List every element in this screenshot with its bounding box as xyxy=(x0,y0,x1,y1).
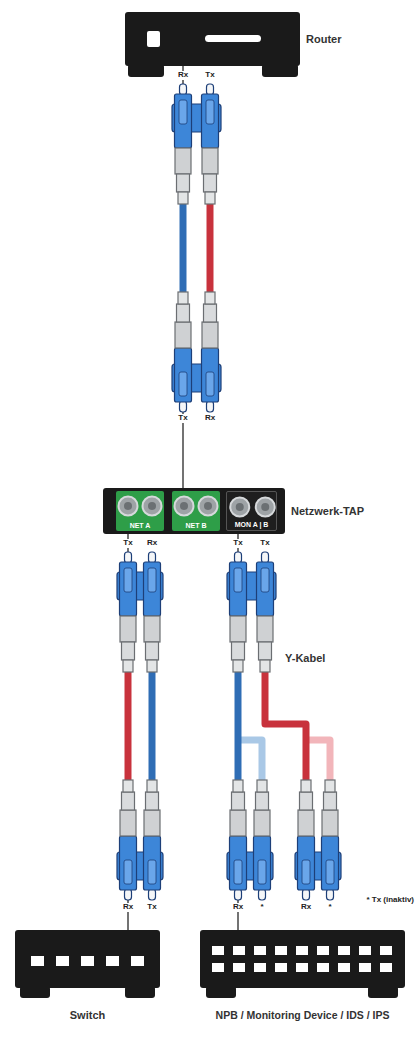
fiber xyxy=(306,740,330,784)
port-name: Tx xyxy=(177,414,188,423)
fiber xyxy=(207,200,214,296)
port-name: Rx xyxy=(232,903,244,912)
port-name: * xyxy=(259,903,264,912)
device-label: Switch xyxy=(70,1009,105,1021)
port-group: NET B xyxy=(172,491,220,531)
lc-duplex-plug xyxy=(172,292,221,412)
footnote: * Tx (inaktiv) xyxy=(365,896,415,905)
device-label: Netzwerk-TAP xyxy=(291,505,364,517)
device-feet xyxy=(20,64,398,998)
port-name: * xyxy=(327,903,332,912)
device-detail xyxy=(200,930,405,988)
port-label: NET A xyxy=(130,522,151,529)
port-group: MON A | B xyxy=(226,491,277,531)
port-name: Tx xyxy=(259,539,270,548)
port-name: Rx xyxy=(146,539,158,548)
device-label: NPB / Monitoring Device / IDS / IPS xyxy=(216,1009,390,1021)
device-detail xyxy=(125,12,300,66)
lc-duplex-plug xyxy=(117,552,163,672)
port-name: Tx xyxy=(204,71,215,80)
port-name: Tx xyxy=(146,903,157,912)
port-name: Rx xyxy=(177,71,189,80)
cable-name: Y-Kabel xyxy=(284,652,326,664)
fiber xyxy=(235,668,242,784)
port-name: Rx xyxy=(204,414,216,423)
port-name: Rx xyxy=(122,903,134,912)
port-name: Tx xyxy=(232,539,243,548)
lc-duplex-plug xyxy=(295,780,341,900)
fiber xyxy=(125,668,132,784)
port-group: NET A xyxy=(116,491,164,531)
port-name: Tx xyxy=(122,539,133,548)
lc-duplex-plug xyxy=(117,780,163,900)
tap-box: NET ANET BMON A | BNetzwerk-TAP xyxy=(103,488,285,534)
lc-duplex-plug xyxy=(172,84,221,204)
switch-box: Switch xyxy=(15,930,160,988)
lc-duplex-plug xyxy=(227,780,273,900)
fiber xyxy=(265,668,306,784)
fiber xyxy=(180,200,187,296)
fiber xyxy=(238,740,262,784)
lc-duplex-plug xyxy=(227,552,276,672)
monitoring-box: NPB / Monitoring Device / IDS / IPS xyxy=(200,930,405,988)
device-detail xyxy=(15,930,160,988)
device-label: Router xyxy=(306,33,341,45)
fiber xyxy=(149,668,156,784)
port-label: MON A | B xyxy=(235,521,269,528)
port-label: NET B xyxy=(186,522,207,529)
router-box: Router xyxy=(125,12,300,66)
port-name: Rx xyxy=(300,903,312,912)
